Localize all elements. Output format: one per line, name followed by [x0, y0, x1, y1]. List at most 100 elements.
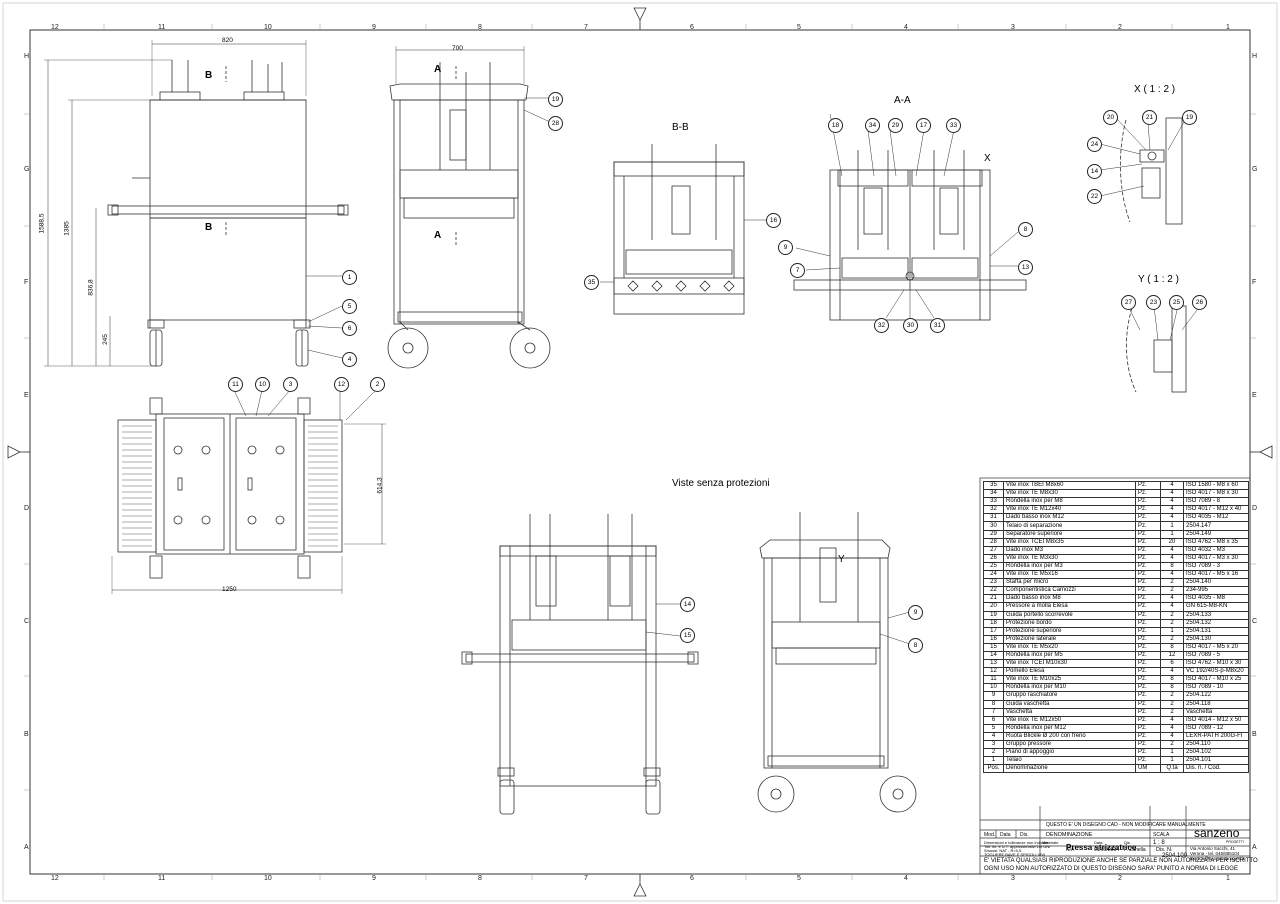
bom-cell: 4 [1160, 505, 1184, 515]
top-view [111, 389, 386, 594]
dimension-1588: 1588,5 [38, 213, 46, 234]
bom-cell: Pz. [1135, 529, 1161, 539]
part-balloon: 1 [342, 270, 357, 285]
zone-col: 11 [158, 875, 166, 882]
bom-cell: 18 [983, 618, 1004, 628]
bom-cell: Pz. [1135, 634, 1161, 644]
bom-cell: 2504.118 [1183, 699, 1249, 709]
zone-row: G [1252, 166, 1258, 173]
zone-col: 9 [372, 875, 376, 882]
bom-cell: 8 [1160, 683, 1184, 693]
detail-y-view [1126, 305, 1201, 393]
bom-cell: Vite inox TE M12x40 [1003, 505, 1136, 515]
bom-cell: Pz. [1135, 537, 1161, 547]
bom-cell: 2504.130 [1183, 634, 1249, 644]
bom-cell: Pz. [1135, 570, 1161, 580]
bom-cell: Piano di appoggio [1003, 748, 1136, 758]
bom-header-cell: UM [1135, 764, 1161, 774]
bom-cell: 2504.133 [1183, 610, 1249, 620]
bom-cell: 4 [1160, 594, 1184, 604]
bom-cell: 1 [983, 756, 1004, 766]
bom-cell: 234-995 [1183, 586, 1249, 596]
part-balloon: 16 [766, 213, 781, 228]
bom-cell: Dado inox M3 [1003, 545, 1136, 555]
bom-cell: 2 [1160, 707, 1184, 717]
bom-cell: 28 [983, 537, 1004, 547]
bom-cell: Pz. [1135, 553, 1161, 563]
bom-cell: Vite inox TE M8x30 [1003, 489, 1136, 499]
tolerance-note-2: Toll. lin. e U.T. approssimativi 1/4 UNI [984, 844, 1051, 849]
bom-cell: Pz. [1135, 650, 1161, 661]
bom-cell: ISO 4014 - M12 x 50 [1183, 715, 1249, 725]
section-label-a-bottom: A [434, 230, 442, 241]
bom-cell: Vite inox TE M3x30 [1003, 553, 1136, 563]
zone-col: 11 [158, 24, 166, 31]
bom-cell: 16 [983, 634, 1004, 644]
bom-cell: 11 [983, 675, 1004, 685]
bom-cell: Pz. [1135, 521, 1161, 531]
bom-cell: VC 192/40S-p-M8x20 [1183, 667, 1249, 677]
bom-header-cell: Dis. n. / Cod. [1183, 764, 1249, 774]
bom-cell: 15 [983, 642, 1004, 652]
bom-cell: ISO 7089 - 8 [1183, 497, 1249, 507]
dimension-1250: 1250 [222, 586, 237, 593]
zone-row: H [1252, 53, 1258, 60]
bom-cell: 12 [983, 667, 1004, 677]
cad-notice: QUESTO E' UN DISEGNO CAD - NON MODIFICAR… [1046, 822, 1206, 828]
zone-row: G [24, 166, 30, 173]
zone-col: 12 [51, 24, 59, 31]
center-mark-bottom [633, 883, 647, 897]
zone-row: B [1252, 731, 1257, 738]
bom-cell: Vaschetta [1003, 707, 1136, 717]
part-balloon: 32 [874, 318, 889, 333]
bom-cell: Pz. [1135, 618, 1161, 628]
part-balloon: 33 [946, 118, 961, 133]
dimension-820: 820 [222, 37, 233, 44]
bom-cell: 4 [1160, 489, 1184, 499]
bom-cell: 2504.131 [1183, 626, 1249, 636]
view-title-detail-y: Y ( 1 : 2 ) [1138, 274, 1179, 285]
lower-left-view [461, 514, 699, 815]
bom-cell: Pz. [1135, 513, 1161, 523]
dimension-614: 614,3 [376, 477, 384, 494]
bom-cell: 3 [983, 739, 1004, 750]
center-mark-top [633, 7, 647, 21]
scale-value: 1 : 8 [1153, 840, 1165, 846]
part-balloon: 29 [888, 118, 903, 133]
bom-cell: 8 [1160, 675, 1184, 685]
bom-cell: 1 [1160, 748, 1184, 758]
bom-cell: Gruppo raschiatore [1003, 691, 1136, 701]
scale-label: SCALA [1153, 832, 1170, 838]
bom-cell: ISO 4035 - M8 [1183, 594, 1249, 604]
bom-cell: 2 [1160, 618, 1184, 628]
zone-col: 8 [478, 875, 482, 882]
bom-cell: 6 [983, 715, 1004, 725]
bom-cell: ISO 4762 - M10 x 30 [1183, 659, 1249, 669]
zone-row: D [1252, 505, 1258, 512]
bom-cell: Vite inox TE M5x20 [1003, 642, 1136, 652]
part-balloon: 15 [680, 628, 695, 643]
bom-cell: Pressore a molla Elesa [1003, 602, 1136, 612]
bom-cell: 4 [1160, 570, 1184, 580]
bom-cell: ISO 4035 - M12 [1183, 513, 1249, 523]
bom-cell: 2504.132 [1183, 618, 1249, 628]
bom-cell: Pz. [1135, 699, 1161, 709]
bom-cell: ISO 7089 - 10 [1183, 683, 1249, 693]
part-balloon: 26 [1192, 295, 1207, 310]
bom-cell: 9 [983, 691, 1004, 701]
company-address-2: Verona - tel. 045/895104 [1190, 851, 1240, 856]
part-balloon: 28 [548, 116, 563, 131]
bom-cell: Pz. [1135, 626, 1161, 636]
bom-cell: 4 [1160, 480, 1184, 491]
